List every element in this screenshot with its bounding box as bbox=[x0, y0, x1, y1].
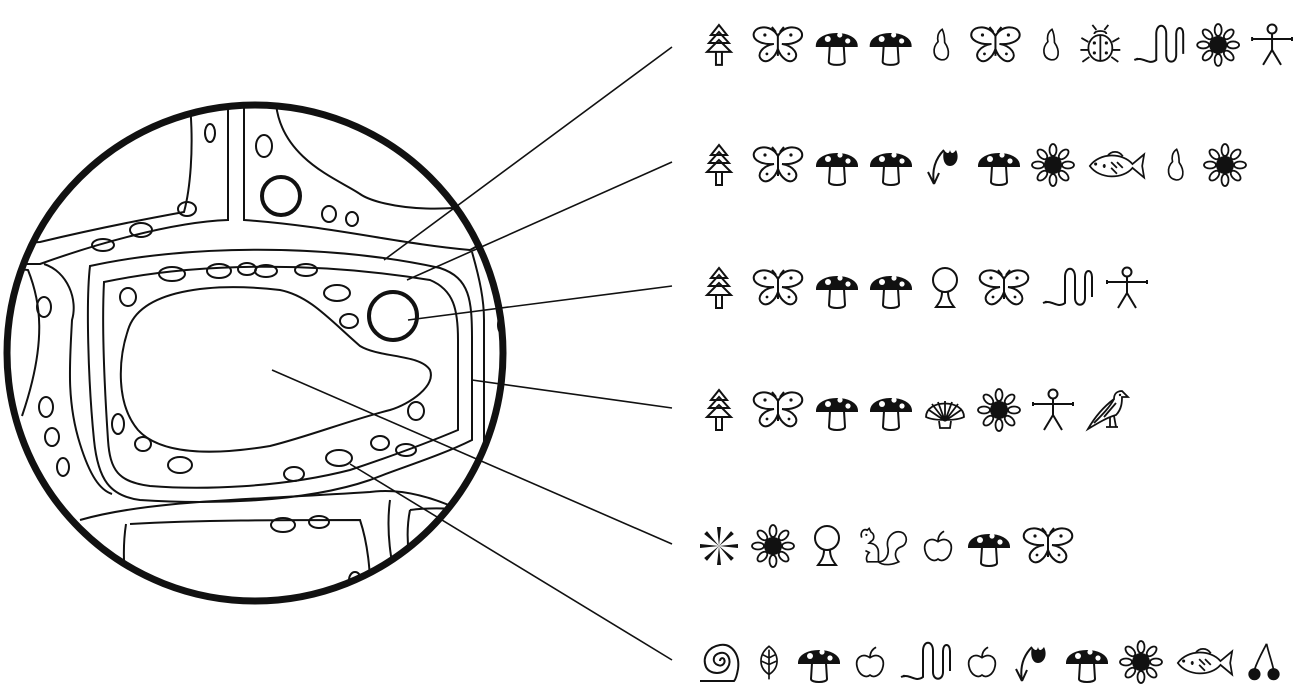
butterfly-icon bbox=[754, 392, 803, 426]
leader-line bbox=[407, 162, 672, 280]
icon-row-3 bbox=[707, 268, 1147, 309]
apple-icon bbox=[925, 531, 952, 560]
mushroom-icon bbox=[979, 152, 1019, 185]
butterfly-icon bbox=[980, 270, 1029, 304]
snail-icon bbox=[700, 645, 738, 681]
icon-row-1 bbox=[707, 24, 1292, 66]
butterfly-icon bbox=[754, 27, 802, 61]
pear-icon bbox=[1044, 29, 1058, 60]
squirrel-icon bbox=[861, 528, 906, 564]
mushroom-icon bbox=[817, 32, 857, 65]
snowdrop-icon bbox=[1016, 647, 1046, 681]
ladybug-icon bbox=[1080, 25, 1120, 62]
mushroom-icon bbox=[871, 275, 911, 308]
butterfly-icon bbox=[971, 27, 1019, 61]
cell-outline bbox=[130, 520, 372, 610]
nucleus bbox=[369, 292, 417, 340]
fish-icon bbox=[1178, 649, 1232, 675]
sunflower-icon bbox=[1197, 24, 1239, 66]
tree-icon bbox=[707, 268, 731, 308]
fish-icon bbox=[1090, 152, 1144, 178]
magnifier-border bbox=[7, 105, 503, 601]
icon-row-5 bbox=[700, 525, 1072, 567]
cherries-icon bbox=[1248, 644, 1279, 681]
cell-network-circle bbox=[7, 100, 540, 610]
sunflower-icon bbox=[752, 525, 794, 567]
tree-icon bbox=[707, 25, 731, 65]
mushroom-icon bbox=[871, 152, 911, 185]
mushroom-icon bbox=[871, 32, 911, 65]
pear-icon bbox=[1169, 149, 1183, 180]
mushroom-icon bbox=[1067, 649, 1107, 682]
cell-outline bbox=[10, 100, 228, 264]
apple-icon bbox=[857, 647, 884, 676]
icon-row-6 bbox=[700, 641, 1280, 683]
worm-icon bbox=[1043, 269, 1092, 305]
butterfly-icon bbox=[754, 270, 803, 304]
cell-outline bbox=[492, 248, 540, 478]
sunflower-icon bbox=[1032, 144, 1074, 186]
sunflower-icon bbox=[1120, 641, 1162, 683]
cell-outline bbox=[88, 250, 472, 502]
organism-icon-rows bbox=[700, 24, 1292, 683]
butterfly-icon bbox=[754, 147, 803, 181]
bird-icon bbox=[1088, 391, 1128, 429]
cell-outline bbox=[388, 500, 400, 600]
round-tree-icon bbox=[815, 526, 839, 565]
cell-outline bbox=[408, 508, 500, 600]
leaf-icon bbox=[761, 646, 777, 679]
worm-icon bbox=[1134, 26, 1183, 62]
shell-icon bbox=[926, 401, 964, 428]
icon-row-4 bbox=[707, 389, 1128, 431]
snowdrop-icon bbox=[928, 150, 958, 184]
cell-outline bbox=[244, 100, 540, 250]
human-figure-icon bbox=[1252, 24, 1292, 64]
leader-line bbox=[384, 47, 672, 260]
butterfly-icon bbox=[1024, 528, 1073, 562]
mushroom-icon bbox=[817, 397, 857, 430]
leader-line bbox=[350, 464, 672, 660]
icon-row-2 bbox=[707, 144, 1246, 186]
sunflower-icon bbox=[978, 389, 1020, 431]
tree-icon bbox=[707, 390, 731, 430]
nucleus bbox=[262, 177, 300, 215]
mushroom-icon bbox=[799, 649, 839, 682]
mushroom-icon bbox=[817, 152, 857, 185]
tree-icon bbox=[707, 145, 731, 185]
human-figure-icon bbox=[1033, 390, 1073, 431]
vacuole-outline bbox=[121, 287, 431, 451]
human-figure-icon bbox=[1107, 268, 1147, 309]
worm-icon bbox=[901, 643, 950, 679]
mushroom-icon bbox=[871, 397, 911, 430]
round-tree-icon bbox=[933, 268, 957, 307]
sunflower-icon bbox=[1204, 144, 1246, 186]
mushroom-icon bbox=[817, 275, 857, 308]
sun-burst-icon bbox=[700, 527, 738, 565]
mushroom-icon bbox=[969, 533, 1009, 566]
pear-icon bbox=[934, 29, 948, 60]
apple-icon bbox=[969, 647, 996, 676]
leader-line bbox=[408, 286, 672, 320]
cell-outline bbox=[44, 264, 112, 494]
